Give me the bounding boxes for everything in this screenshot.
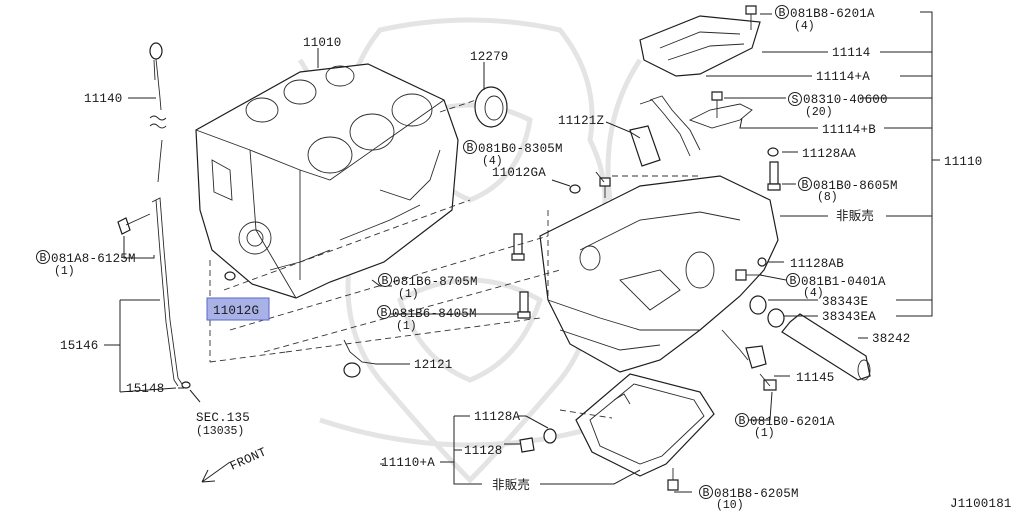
part-38343e-label[interactable]: 38343E [822,295,868,309]
sec-135-sub-label: (13035) [196,425,244,438]
leader-lines [104,11,940,493]
part-11128aa-label[interactable]: 11128AA [802,147,856,161]
highlight-11012g[interactable]: 11012G [206,297,270,321]
baffle-plate [639,15,761,77]
part-081b0-8605m-label[interactable]: 081B0-8605M [813,179,898,193]
lower-oil-pan [575,373,715,477]
oil-strainer [629,95,701,167]
bolt-mark: B [381,307,388,320]
front-label: FRONT [228,445,269,474]
bolt-mark: B [779,7,786,20]
part-11114-label[interactable]: 11114 [832,46,871,60]
part-08310-40600-qty: (20) [805,106,833,119]
bolt-mark: B [802,179,809,192]
bolt-mark: B [40,252,47,265]
sensor-11145 [721,329,767,369]
part-11110a-label[interactable]: 11110+A [381,456,435,470]
part-081b6-8405m-label[interactable]: 081B6-8405M [392,307,477,321]
upper-oil-pan [539,175,779,373]
bolt-mark: B [382,275,389,288]
bolt-mark: B [790,275,797,288]
part-081b8-6201a-qty: (4) [794,20,815,33]
part-11110-label[interactable]: 11110 [944,155,983,169]
o-ring-38343ea [767,308,785,328]
part-labels: 11010 12279 11140 081A8-6125M (1) 15146 … [51,7,1012,511]
part-12279-label[interactable]: 12279 [470,50,509,64]
screw-mark: S [792,94,799,107]
part-11128a-label[interactable]: 11128A [474,410,521,424]
oil-tube [688,103,753,129]
part-11114b-label[interactable]: 11114+B [822,123,876,137]
part-081a8-6125m-label[interactable]: 081A8-6125M [51,252,136,266]
part-081b6-8705m-qty: (1) [398,288,419,301]
rear-oil-seal [474,86,508,128]
part-081b1-0401a-label[interactable]: 081B1-0401A [801,275,886,289]
bolt-icons [117,5,781,491]
part-11128ab-label[interactable]: 11128AB [790,257,844,271]
part-11140-label[interactable]: 11140 [84,92,123,106]
part-11121z-label[interactable]: 11121Z [558,114,605,128]
part-081b0-6201a-label[interactable]: 081B0-6201A [750,415,835,429]
bolt-mark: B [703,487,710,500]
dipstick-assembly [149,42,191,389]
part-15146-label[interactable]: 15146 [60,339,99,353]
o-ring-38343e [749,295,767,315]
not-for-sale-label-lower: 非販売 [492,477,530,493]
part-081b6-8705m-label[interactable]: 081B6-8705M [393,275,478,289]
part-11012g-label[interactable]: 11012G [213,304,259,318]
sec-135-label[interactable]: SEC.135 [196,411,250,425]
prefix-marks: B B B B B S B B B B [36,5,812,500]
part-081b6-8405m-qty: (1) [396,320,417,333]
tube-38242 [781,313,871,381]
part-38343ea-label[interactable]: 38343EA [822,310,876,324]
part-12121-label[interactable]: 12121 [414,358,453,372]
diagram-id: J1100181 [950,497,1012,511]
part-38242-label[interactable]: 38242 [872,332,911,346]
bolt-mark: B [467,142,474,155]
front-direction-arrow: FRONT [201,445,269,483]
drain-washer [543,428,557,444]
not-for-sale-label-upper: 非販売 [836,208,874,224]
part-11012ga-label[interactable]: 11012GA [492,166,546,180]
bolt-mark: B [739,415,746,428]
drain-plug [519,437,535,453]
part-081b0-6201a-qty: (1) [754,427,775,440]
part-11010-label[interactable]: 11010 [303,36,342,50]
part-081b0-8305m-label[interactable]: 081B0-8305M [478,142,563,156]
part-15148-label[interactable]: 15148 [126,382,165,396]
part-11114a-label[interactable]: 11114+A [816,70,870,84]
oil-pressure-switch [343,339,377,378]
part-081b8-6205m-label[interactable]: 081B8-6205M [714,487,799,501]
part-081a8-6125m-qty: (1) [54,265,75,278]
cylinder-block [195,63,459,299]
part-11128-label[interactable]: 11128 [464,444,503,458]
part-08310-40600-label[interactable]: 08310-40600 [803,93,888,107]
part-081b0-8305m-qty: (4) [482,155,503,168]
part-081b8-6201a-label[interactable]: 081B8-6201A [790,7,875,21]
o-ring-11012g [224,271,236,281]
part-11145-label[interactable]: 11145 [796,371,835,385]
part-081b1-0401a-qty: (4) [803,287,824,300]
part-081b8-6205m-qty: (10) [716,499,744,511]
part-081b0-8605m-qty: (8) [817,191,838,204]
